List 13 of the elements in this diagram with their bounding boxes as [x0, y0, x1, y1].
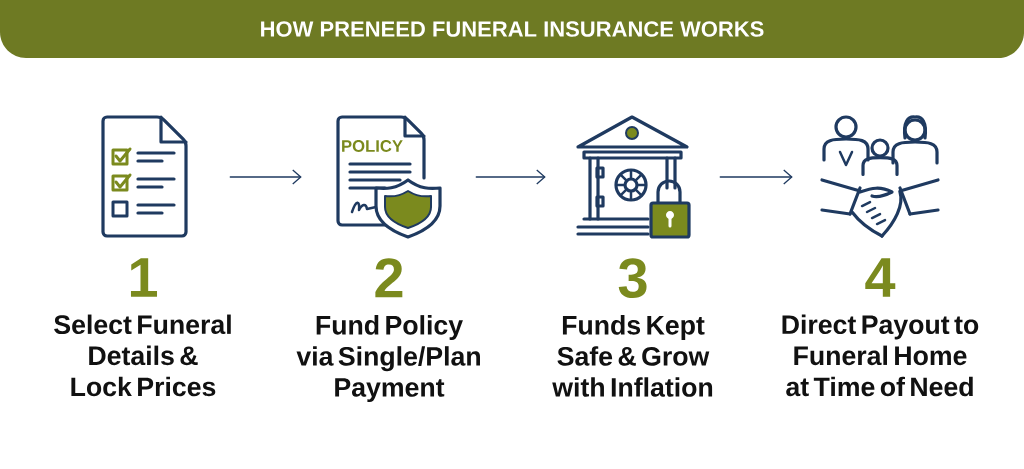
step-caption: 1 Select Funeral Details & Lock Prices [54, 258, 231, 397]
step-caption: 3 Funds Kept Safe & Grow with Inflation [552, 258, 713, 397]
checklist-drawing [101, 115, 188, 238]
arrow [229, 169, 302, 185]
policy-heading: POLICY [342, 140, 403, 152]
bank-vault-drawing [576, 115, 691, 239]
arrow [475, 169, 546, 185]
family-handshake-drawing [820, 115, 940, 238]
step-caption: 4 Direct Payout to Funeral Home at Time of Need [782, 258, 979, 397]
arrow [719, 169, 793, 185]
title-banner: HOW PRENEED FUNERAL INSURANCE WORKS [0, 0, 1024, 58]
policy-shield-drawing [336, 115, 442, 239]
step-caption: 2 Fund Policy via Single/Plan Payment [296, 258, 480, 403]
